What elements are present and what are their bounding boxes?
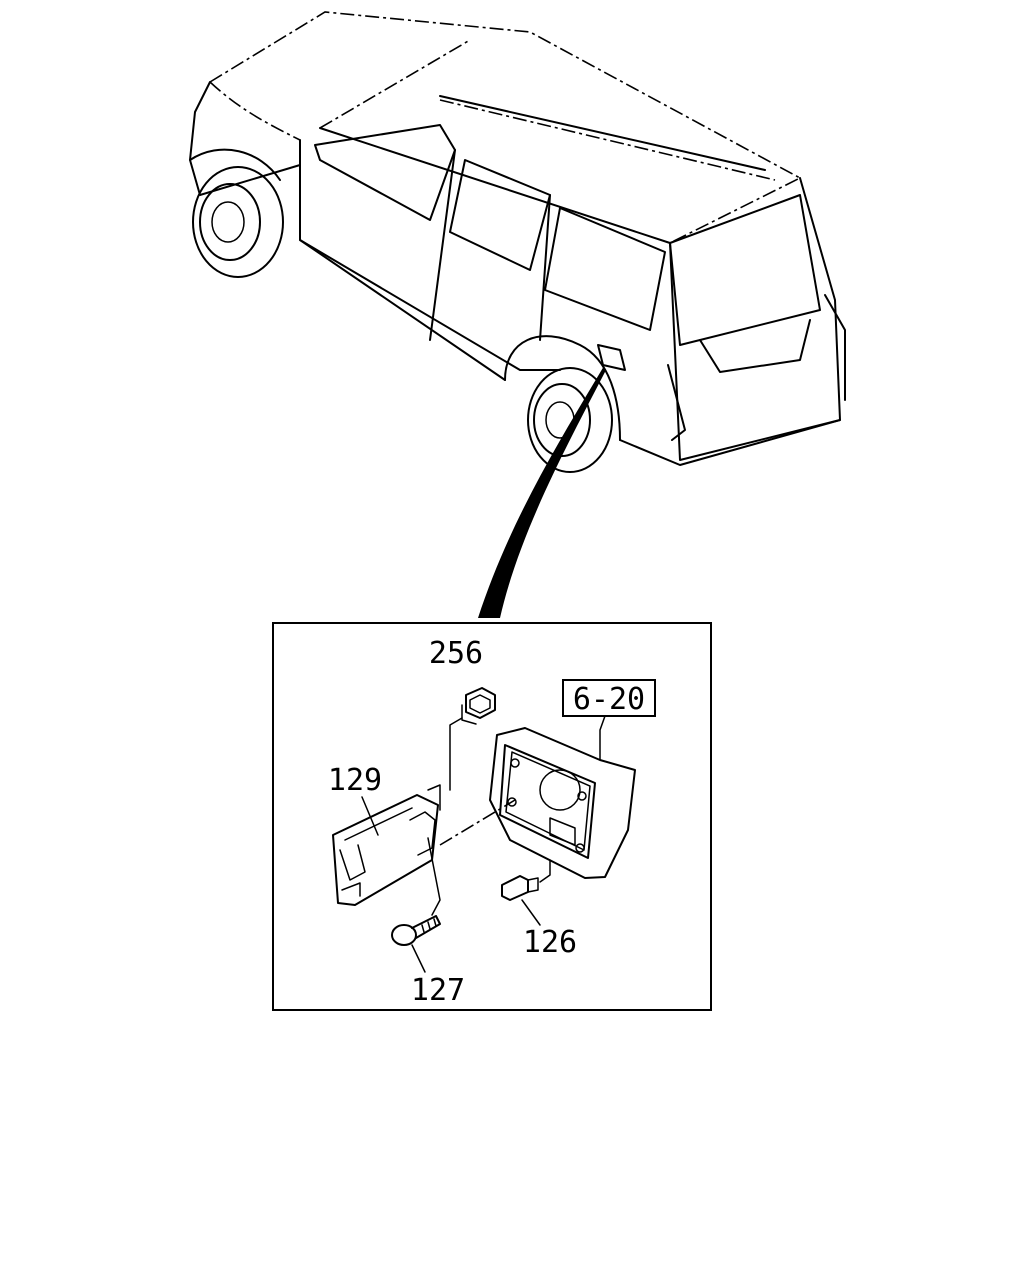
pocket-hole-3 [507, 797, 517, 807]
rear-bumper-corner [824, 294, 846, 401]
quarter-window [544, 207, 666, 331]
reference-box [562, 679, 656, 717]
pocket-bracket [549, 817, 576, 846]
callout-129: 129 [328, 763, 382, 798]
reference-label: 6-20 [573, 682, 645, 717]
pocket-hole-2 [577, 791, 587, 801]
rear-wheel-rim [533, 383, 591, 457]
part-126-stopper [501, 859, 551, 926]
clip-body [465, 687, 496, 719]
stopper-body [501, 875, 529, 901]
fuel-lid-on-body [597, 344, 626, 371]
roof-outline [209, 11, 802, 244]
tail-light [667, 364, 686, 441]
part-129-fuel-lid [332, 784, 441, 906]
leader-127-link [427, 837, 441, 916]
front-wheel-tire [192, 166, 284, 278]
filler-opening [539, 769, 581, 811]
vehicle-illustration [189, 11, 846, 473]
front-end [189, 81, 301, 196]
part-127-screw [391, 915, 441, 973]
roof-front-edge [319, 39, 471, 129]
rear-door-seam [539, 194, 551, 341]
part-256-clip [449, 687, 496, 791]
hood-line [209, 81, 301, 141]
pocket-outer [489, 727, 636, 879]
fuel-filler-pocket [489, 715, 636, 879]
screw-head [391, 924, 417, 946]
lid-edge [344, 807, 413, 841]
leader-256 [449, 717, 463, 791]
rear-door-window [449, 159, 551, 271]
lid-outline [332, 794, 439, 906]
rocker-panel [299, 239, 561, 371]
lid-bracket [409, 811, 436, 856]
rear-wheel-tire [527, 367, 613, 473]
front-fender [189, 148, 281, 181]
leader-127 [411, 944, 426, 973]
roof-side-edge [319, 127, 671, 244]
connector-lid-to-pocket [439, 799, 516, 846]
rear-bumper [619, 419, 841, 466]
lid-hinge [339, 844, 366, 881]
callout-126: 126 [523, 925, 577, 960]
roof-rail-line [439, 95, 766, 171]
pocket-hole-4 [575, 843, 585, 853]
roof-rail [439, 99, 776, 181]
rear-end [669, 177, 841, 461]
pocket-hole-1 [510, 758, 520, 768]
callout-256: 256 [429, 636, 483, 671]
callout-127: 127 [411, 973, 465, 1008]
tailgate-panel [699, 319, 811, 373]
detail-leader-wedge [478, 366, 606, 618]
clip-inner [469, 694, 491, 714]
front-door-window [314, 124, 456, 221]
leader-6-20 [599, 715, 606, 761]
front-wheel-hub [211, 201, 245, 243]
screw-thread [421, 918, 437, 933]
screw-shank [411, 915, 441, 939]
front-wheel-rim [199, 183, 261, 261]
lid-hinge-lower [341, 882, 361, 897]
rear-window [669, 194, 821, 346]
leader-126 [521, 899, 541, 926]
front-door-seam [429, 149, 456, 341]
stopper-connector [539, 859, 551, 883]
rear-wheel-arch [504, 335, 621, 441]
clip-tab [461, 704, 477, 725]
lid-latch [427, 784, 441, 811]
leader-129 [361, 796, 379, 836]
stopper-tip [527, 877, 539, 893]
detail-frame [272, 622, 712, 1011]
